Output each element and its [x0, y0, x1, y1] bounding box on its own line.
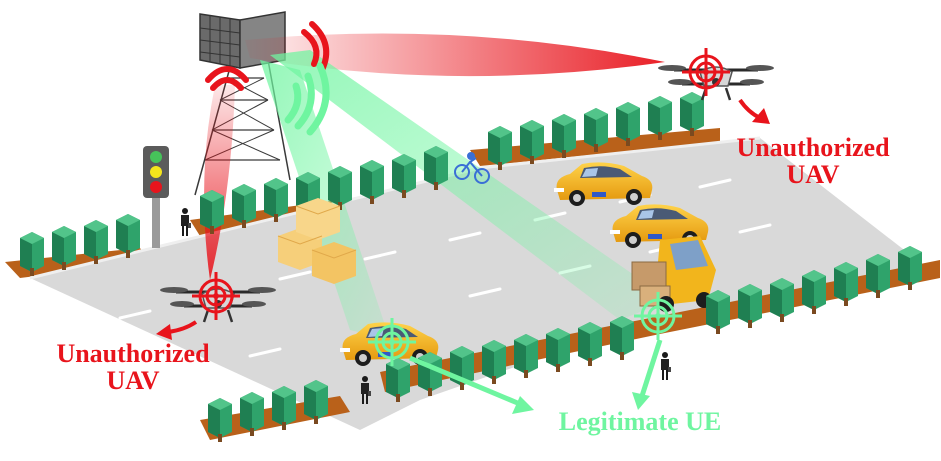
road-edge-top — [29, 136, 761, 280]
beam-to-forklift-ue — [270, 50, 670, 320]
arrow-to-top-uav-label — [738, 98, 770, 124]
traffic-light-icon — [143, 146, 169, 248]
arrow-to-legitimate-label — [409, 339, 663, 414]
pedestrian-icon — [661, 352, 671, 380]
unauthorized-uav-label-left: Unauthorized UAV — [38, 340, 228, 395]
bicycle-icon — [454, 152, 490, 184]
pedestrian-icon — [181, 208, 191, 236]
arrow-to-left-uav-label — [156, 320, 198, 340]
label-line: Unauthorized — [56, 339, 210, 368]
legitimate-ue-label: Legitimate UE — [558, 407, 722, 436]
beam-to-top-uav — [245, 33, 665, 77]
box-stack-icon — [277, 198, 357, 284]
label-line: UAV — [786, 160, 840, 190]
road — [30, 138, 930, 430]
label-line: Unauthorized — [736, 133, 890, 162]
unauthorized-uav-label-top: Unauthorized UAV — [718, 134, 908, 189]
green-signal-icon — [284, 62, 330, 136]
label-line: UAV — [106, 366, 160, 396]
beam-to-car-ue — [260, 60, 390, 340]
crosshair-icon — [680, 46, 732, 98]
far-sidewalk-left — [5, 248, 150, 278]
